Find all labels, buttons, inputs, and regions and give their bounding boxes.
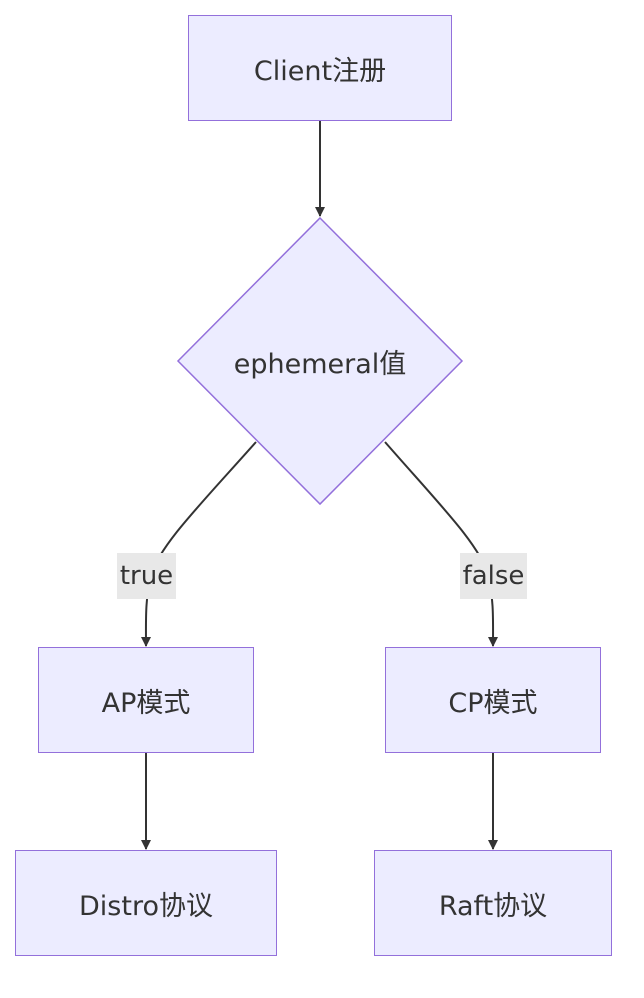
node-decision: ephemeral值 [178, 218, 462, 504]
edge-label-false-text: false [462, 561, 525, 591]
node-raft-protocol: Raft协议 [374, 850, 612, 956]
node-ap-mode: AP模式 [38, 647, 254, 753]
node-distro-protocol: Distro协议 [15, 850, 277, 956]
node-cp-mode-label: CP模式 [448, 687, 538, 719]
node-distro-protocol-label: Distro协议 [79, 890, 213, 922]
node-ap-mode-label: AP模式 [101, 687, 191, 719]
node-client-label: Client注册 [253, 55, 387, 87]
decision-diamond-shape [176, 216, 464, 506]
node-cp-mode: CP模式 [385, 647, 601, 753]
edge-label-true: true [117, 553, 176, 599]
node-decision-label: ephemeral值 [233, 348, 407, 380]
edge-label-false: false [460, 553, 527, 599]
node-raft-protocol-label: Raft协议 [438, 890, 548, 922]
node-client: Client注册 [188, 15, 452, 121]
edge-label-true-text: true [119, 561, 174, 591]
